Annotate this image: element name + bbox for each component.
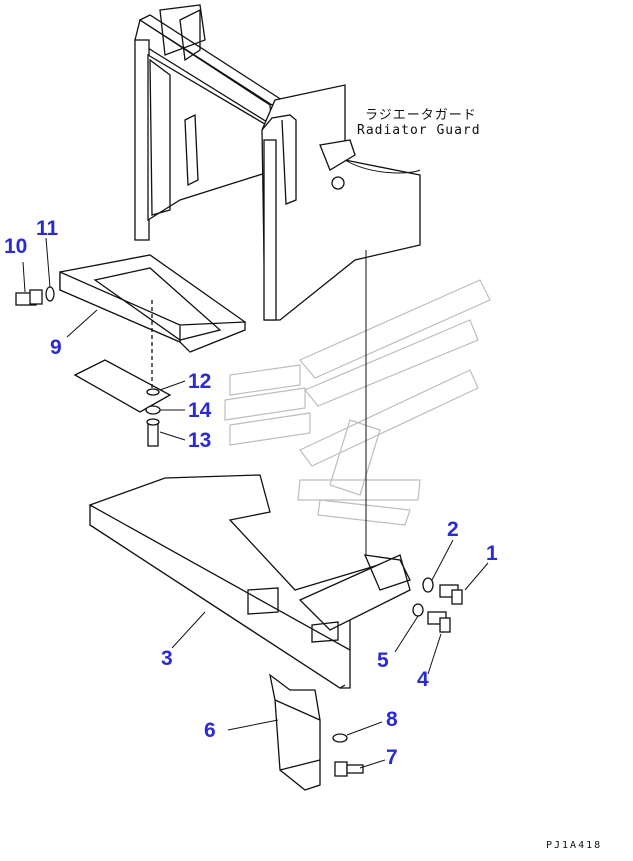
- callout-8: 8: [386, 708, 398, 731]
- bolt-10: [15, 286, 55, 306]
- callout-10: 10: [4, 235, 28, 258]
- step-6: [269, 673, 321, 791]
- callout-1: 1: [486, 542, 498, 565]
- callout-9: 9: [50, 336, 62, 359]
- callout-12: 12: [188, 370, 212, 393]
- drawing-code: PJ1A418: [546, 840, 603, 851]
- watermark-logo: [224, 279, 491, 526]
- callout-4: 4: [417, 668, 429, 691]
- callout-13: 13: [188, 429, 212, 452]
- cover-plate: [73, 300, 172, 447]
- callout-3: 3: [161, 647, 173, 670]
- callout-6: 6: [204, 719, 216, 742]
- callout-14: 14: [188, 399, 212, 422]
- callout-11: 11: [36, 217, 59, 240]
- callout-7: 7: [386, 746, 398, 769]
- part-name-english: Radiator Guard: [357, 123, 481, 138]
- part-name-japanese: ラジエータガード: [365, 108, 477, 123]
- radiator-guard: [134, 4, 421, 321]
- main-frame-3: [88, 250, 411, 689]
- leader-lines: [22, 159, 489, 769]
- callout-2: 2: [447, 518, 459, 541]
- fasteners: [332, 577, 463, 777]
- callout-5: 5: [377, 649, 389, 672]
